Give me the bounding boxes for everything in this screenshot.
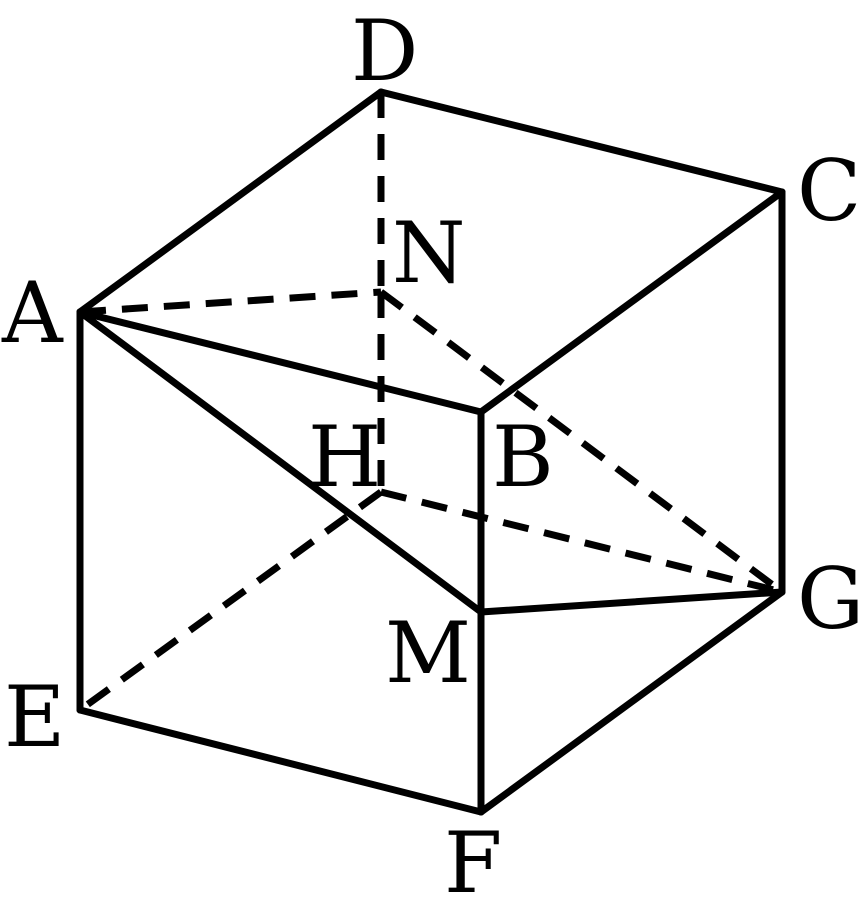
label-E: E xyxy=(4,668,65,766)
label-D: D xyxy=(351,2,418,100)
hidden-edges xyxy=(77,92,785,713)
label-N: N xyxy=(392,204,466,302)
edge-H-E xyxy=(77,489,384,713)
label-M: M xyxy=(385,604,471,702)
edge-M-G xyxy=(477,588,786,616)
edge-A-M xyxy=(76,308,485,616)
edge-F-G xyxy=(477,588,786,816)
edge-A-D xyxy=(76,88,385,316)
label-B: B xyxy=(492,408,554,506)
edge-A-N xyxy=(79,288,382,316)
label-A: A xyxy=(1,264,64,362)
label-C: C xyxy=(797,142,861,240)
edge-B-C xyxy=(477,188,786,416)
visible-edges xyxy=(76,88,786,816)
label-H: H xyxy=(308,408,381,506)
edge-A-B xyxy=(76,308,485,416)
edge-E-F xyxy=(76,706,485,816)
label-F: F xyxy=(444,814,502,912)
edge-H-G xyxy=(380,488,783,596)
label-G: G xyxy=(797,550,864,648)
edge-D-C xyxy=(377,88,786,196)
